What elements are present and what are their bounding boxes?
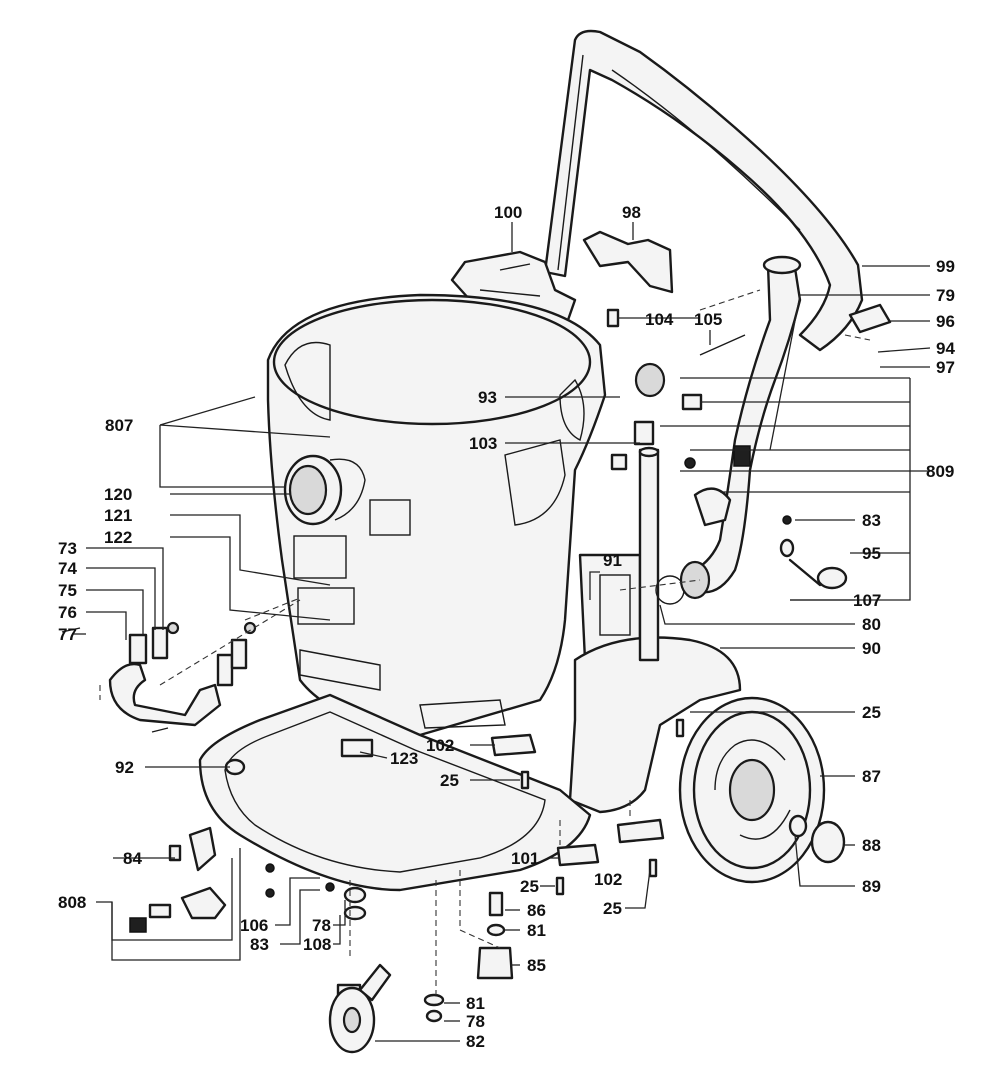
callout-101: 101 [511,849,539,868]
assembly-guide-lines [99,289,871,995]
callout-25-lower: 25 [520,877,539,896]
callout-79: 79 [936,286,955,305]
callout-807: 807 [105,416,133,435]
callout-25-right: 25 [862,703,881,722]
side-handle [61,621,257,733]
rear-wheel [678,696,846,884]
callout-75: 75 [58,581,77,600]
callout-25-center: 25 [440,771,459,790]
push-handle [543,29,864,352]
callout-120: 120 [104,485,132,504]
callout-93: 93 [478,388,497,407]
callout-88: 88 [862,836,881,855]
feet-and-clips [476,718,685,980]
callout-105: 105 [694,310,722,329]
callout-89: 89 [862,877,881,896]
callout-106: 106 [240,916,268,935]
callout-83-lower: 83 [250,935,269,954]
callout-123: 123 [390,749,418,768]
callout-98: 98 [622,203,641,222]
callout-labels: 100 98 99 79 96 104 105 94 97 93 807 103… [58,203,955,1051]
handle-bracket [582,230,674,294]
callout-808: 808 [58,893,86,912]
callout-73: 73 [58,539,77,558]
callout-103: 103 [469,434,497,453]
callout-82: 82 [466,1032,485,1051]
callout-83: 83 [862,511,881,530]
container-tank [266,293,607,737]
callout-91: 91 [603,551,622,570]
base-plate [198,693,592,892]
callout-809: 809 [926,462,954,481]
callout-74: 74 [58,559,77,578]
callout-90: 90 [862,639,881,658]
callout-86: 86 [527,901,546,920]
callout-108: 108 [303,935,331,954]
callout-87: 87 [862,767,881,786]
callout-92: 92 [115,758,134,777]
callout-85: 85 [527,956,546,975]
swivel-caster [328,963,392,1054]
callout-97: 97 [936,358,955,377]
hose-clip [848,303,892,334]
chassis-upright [568,553,742,814]
screw-104 [606,308,746,356]
callout-99: 99 [936,257,955,276]
callout-102-bottom: 102 [594,870,622,889]
callout-102-top: 102 [426,736,454,755]
knob-screw [788,558,848,590]
callout-100: 100 [494,203,522,222]
callout-76: 76 [58,603,77,622]
callout-81-upper: 81 [527,921,546,940]
callout-96: 96 [936,312,955,331]
callout-107: 107 [853,591,881,610]
callout-122: 122 [104,528,132,547]
hose-inlet [283,454,366,526]
clamp-assembly [610,362,795,558]
callout-121: 121 [104,506,132,525]
callout-80: 80 [862,615,881,634]
flexible-hose [679,255,802,600]
vertical-tube [638,446,685,662]
callout-78-lower: 78 [466,1012,485,1031]
callout-84: 84 [123,849,142,868]
callout-81-lower: 81 [466,994,485,1013]
callout-25-bottom: 25 [603,899,622,918]
callout-104: 104 [645,310,674,329]
callout-94: 94 [936,339,955,358]
callout-95: 95 [862,544,881,563]
callout-78-upper: 78 [312,916,331,935]
brake-pedal [129,826,227,933]
leader-lines [72,222,931,1042]
callout-77: 77 [58,625,77,644]
